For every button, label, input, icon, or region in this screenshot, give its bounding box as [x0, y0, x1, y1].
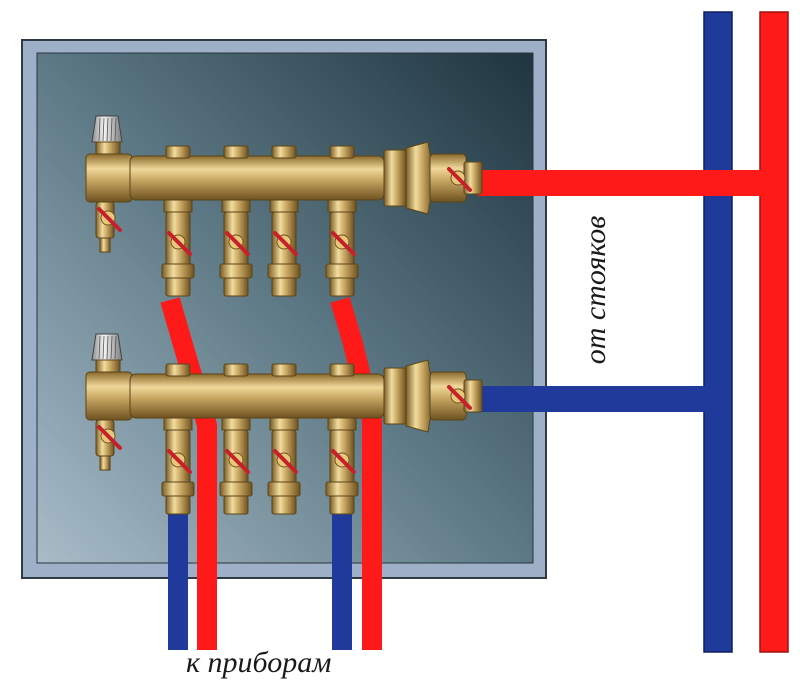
cold-riser-pipe	[703, 11, 733, 653]
supply-manifold-outlet-4-handle	[331, 231, 356, 256]
supply-manifold-union-collar	[383, 149, 407, 207]
manifolds	[85, 115, 483, 515]
supply-manifold-outlet-3	[267, 199, 301, 297]
supply-manifold-drain-handle	[97, 207, 122, 232]
return-manifold-outlet-4-handle	[331, 449, 356, 474]
return-manifold-boss-2	[223, 363, 249, 377]
return-manifold-outlet-3	[267, 417, 301, 515]
supply-manifold-inlet-handle	[447, 167, 472, 192]
return-manifold-drain-handle	[97, 425, 122, 450]
return-manifold-drain-spout	[99, 455, 111, 471]
supply-manifold-outlet-2	[219, 199, 253, 297]
supply-manifold-outlet-1	[161, 199, 195, 297]
return-manifold-outlet-1-handle	[167, 449, 192, 474]
return-manifold-outlet-4	[325, 417, 359, 515]
supply-manifold-body	[129, 155, 385, 201]
return-manifold-boss-1	[165, 363, 191, 377]
supply-manifold-outlet-3-handle	[273, 231, 298, 256]
return-manifold-inlet-handle	[447, 385, 472, 410]
supply-manifold-boss-2	[223, 145, 249, 159]
return-manifold-outlet-1	[161, 417, 195, 515]
return-manifold-boss-4	[329, 363, 355, 377]
supply-manifold-drain-spout	[99, 237, 111, 253]
return-manifold-air-vent-nut	[95, 359, 121, 373]
supply-manifold-outlet-2-handle	[225, 231, 250, 256]
return-manifold-outlet-2	[219, 417, 253, 515]
supply-manifold-air-vent-nut	[95, 141, 121, 155]
supply-manifold-outlet-1-handle	[167, 231, 192, 256]
return-manifold-boss-3	[271, 363, 297, 377]
return-manifold-outlet-2-handle	[225, 449, 250, 474]
return-manifold-union-collar	[383, 367, 407, 425]
risers	[478, 11, 789, 653]
label-from-risers: от стояков	[579, 215, 612, 365]
supply-manifold-outlet-4	[325, 199, 359, 297]
hot-riser-pipe	[759, 11, 789, 653]
supply-manifold	[85, 115, 483, 297]
hot-branch-pipe	[478, 170, 774, 196]
supply-manifold-boss-1	[165, 145, 191, 159]
return-manifold	[85, 333, 483, 515]
cold-branch-pipe	[478, 386, 718, 412]
supply-manifold-boss-4	[329, 145, 355, 159]
supply-manifold-left-end	[85, 153, 133, 203]
return-manifold-body	[129, 373, 385, 419]
return-manifold-left-end	[85, 371, 133, 421]
label-to-devices: к приборам	[186, 646, 332, 679]
supply-manifold-boss-3	[271, 145, 297, 159]
return-manifold-outlet-3-handle	[273, 449, 298, 474]
